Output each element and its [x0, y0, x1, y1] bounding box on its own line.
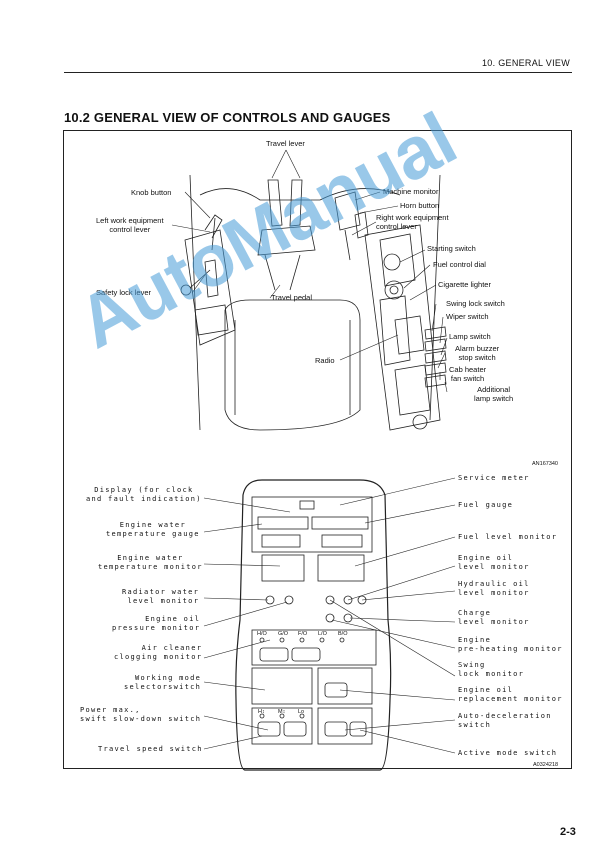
page-title: 10.2 GENERAL VIEW OF CONTROLS AND GAUGES: [64, 110, 391, 125]
figure-code-cab: AN167340: [532, 461, 558, 467]
label-auto-decel: Auto-deceleration switch: [458, 712, 552, 729]
label-active-mode: Active mode switch: [458, 749, 558, 757]
label-horn-button: Horn button: [400, 201, 440, 210]
label-additional-lamp: Additional lamp switch: [474, 385, 514, 403]
label-oil-replacement: Engine oil replacement monitor: [458, 686, 563, 703]
label-preheating: Engine pre-heating monitor: [458, 636, 563, 653]
label-travel-speed: Travel speed switch: [98, 745, 203, 753]
label-display: Display (for clock and fault indication): [86, 486, 202, 503]
label-oil-pressure: Engine oil pressure monitor: [112, 615, 201, 632]
label-fuel-level: Fuel level monitor: [458, 533, 558, 541]
label-cab-heater: Cab heater fan switch: [449, 365, 487, 383]
mode-label-lo: L/O: [318, 631, 327, 637]
speed-label-hi: H↕: [258, 709, 265, 715]
running-header: 10. GENERAL VIEW: [64, 58, 572, 73]
label-power-max: Power max., swift slow-down switch: [80, 706, 202, 723]
label-travel-lever: Travel lever: [266, 139, 305, 148]
mode-label-bo: B/O: [338, 631, 348, 637]
label-travel-pedal: Travel pedal: [271, 293, 312, 302]
page-number: 2-3: [560, 826, 576, 838]
label-right-work-lever: Right work equipment control lever: [376, 213, 449, 231]
mode-label-ho: H/O: [257, 631, 267, 637]
label-water-temp-gauge: Engine water temperature gauge: [106, 521, 200, 538]
label-fuel-gauge: Fuel gauge: [458, 501, 514, 509]
label-charge-level: Charge level monitor: [458, 609, 530, 626]
label-knob-button: Knob button: [131, 188, 172, 197]
label-swing-lock-monitor: Swing lock monitor: [458, 661, 525, 678]
label-radiator-level: Radiator water level monitor: [122, 588, 200, 605]
figure-frame: [63, 130, 572, 769]
label-working-mode: Working mode selectorswitch: [124, 674, 202, 691]
label-left-work-lever: Left work equipment control lever: [96, 216, 164, 234]
label-water-temp-monitor: Engine water temperature monitor: [98, 554, 203, 571]
label-cigarette-lighter: Cigarette lighter: [438, 280, 491, 289]
label-engine-oil-level: Engine oil level monitor: [458, 554, 530, 571]
mode-label-fo: F/O: [298, 631, 308, 637]
label-service-meter: Service meter: [458, 474, 530, 482]
label-hydraulic-oil: Hydraulic oil level monitor: [458, 580, 530, 597]
label-fuel-control-dial: Fuel control dial: [433, 260, 486, 269]
label-safety-lock-lever: Safety lock lever: [96, 288, 152, 297]
figure-code-monitor: A0324218: [533, 762, 559, 768]
label-lamp-switch: Lamp switch: [449, 332, 491, 341]
speed-label-lo: Lo: [298, 709, 305, 715]
speed-label-mi: M↕: [278, 709, 286, 715]
label-machine-monitor: Machine monitor: [383, 187, 439, 196]
label-starting-switch: Starting switch: [427, 244, 476, 253]
label-swing-lock-switch: Swing lock switch: [446, 299, 505, 308]
label-alarm-buzzer: Alarm buzzer stop switch: [455, 344, 500, 362]
label-radio: Radio: [315, 356, 335, 365]
mode-label-go: G/O: [278, 631, 289, 637]
section-title: 10. GENERAL VIEW: [482, 58, 570, 68]
label-wiper-switch: Wiper switch: [446, 312, 489, 321]
label-air-cleaner: Air cleaner clogging monitor: [114, 644, 203, 661]
